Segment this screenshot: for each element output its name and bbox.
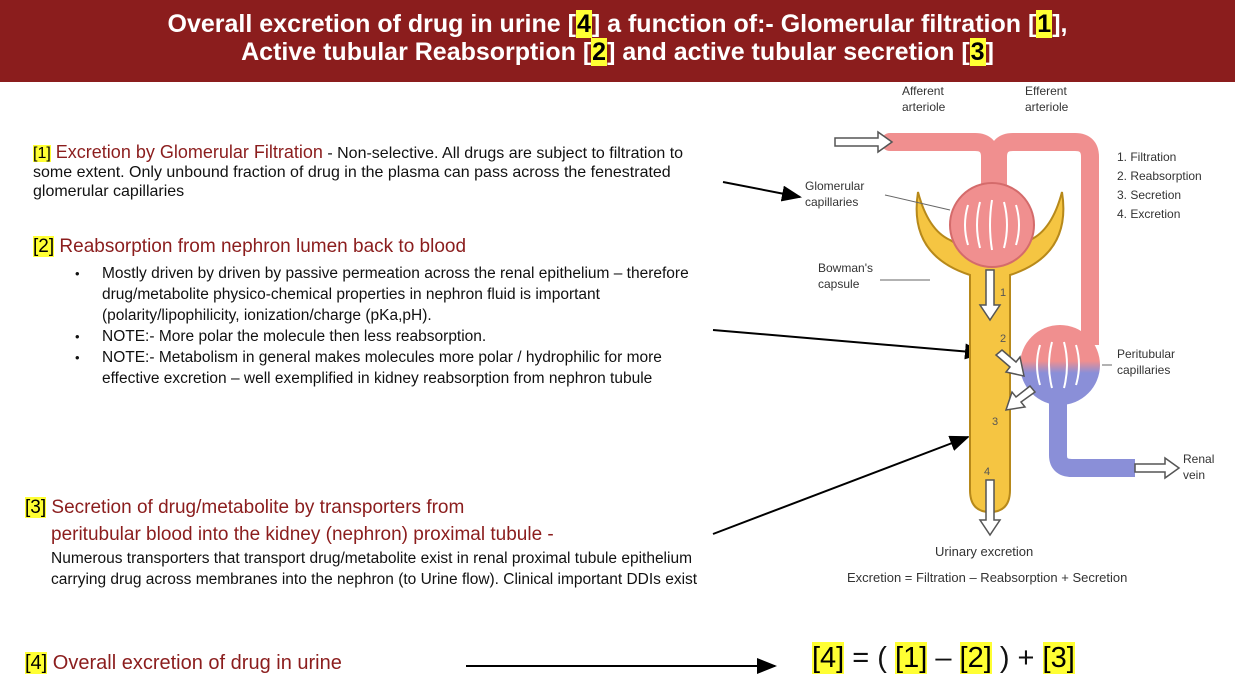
- flow-arrows: [834, 130, 1181, 537]
- section3-heading-line2: peritubular blood into the kidney (nephr…: [51, 524, 554, 545]
- formula-term-2: [2]: [959, 642, 992, 674]
- section-glomerular-filtration: [1] Excretion by Glomerular Filtration -…: [33, 143, 723, 201]
- legend-item: 2. Reabsorption: [1117, 169, 1202, 183]
- label-bowman-1: Bowman's: [818, 261, 873, 275]
- tag-4: 4: [575, 10, 592, 38]
- afferent-flow-arrow: [834, 130, 894, 154]
- title-line-1: Overall excretion of drug in urine [4] a…: [167, 10, 1068, 38]
- label-glomerular-2: capillaries: [805, 195, 858, 209]
- list-item: NOTE:- More polar the molecule then less…: [75, 326, 715, 347]
- excretion-formula: [4] = ( [1] – [2] ) + [3]: [812, 642, 1075, 674]
- tag-1: 1: [1036, 10, 1053, 38]
- list-item: Mostly driven by driven by passive perme…: [75, 263, 715, 326]
- section4-heading: Overall excretion of drug in urine: [47, 652, 342, 674]
- section-reabsorption-heading: [2] Reabsorption from nephron lumen back…: [33, 236, 466, 258]
- step-label-4: 4: [984, 466, 990, 478]
- section3-body: Numerous transporters that transport dru…: [51, 550, 698, 588]
- renal-vein-vessel: [1049, 380, 1135, 477]
- section-overall-excretion: [4] Overall excretion of drug in urine: [25, 652, 342, 675]
- reabsorption-arrow: [994, 349, 1025, 377]
- label-bowman-2: capsule: [818, 277, 860, 291]
- tag-3: 3: [969, 38, 986, 66]
- diagram-labels: Afferent arteriole Efferent arteriole Gl…: [805, 84, 1214, 585]
- title-banner: Overall excretion of drug in urine [4] a…: [0, 0, 1235, 82]
- filtration-arrow: [978, 269, 1002, 322]
- label-efferent-1: Efferent: [1025, 84, 1067, 98]
- renal-vein-arrow: [1134, 456, 1181, 480]
- label-afferent-1: Afferent: [902, 84, 944, 98]
- arrow-reabsorption: [712, 329, 985, 360]
- glomerulus-capillary-loops: [964, 199, 1020, 251]
- section-secretion: [3] Secretion of drug/metabolite by tran…: [25, 494, 715, 590]
- arrow-secretion: [712, 435, 970, 535]
- leader-lines: [880, 194, 1112, 366]
- label-renal-vein-2: vein: [1183, 468, 1205, 482]
- section3-heading-line1: Secretion of drug/metabolite by transpor…: [46, 497, 465, 518]
- label-glomerular-1: Glomerular: [805, 179, 864, 193]
- label-urinary-excretion: Urinary excretion: [935, 544, 1033, 559]
- section1-heading: Excretion by Glomerular Filtration: [50, 142, 323, 162]
- arrow-filtration: [722, 181, 802, 202]
- label-renal-vein-1: Renal: [1183, 452, 1214, 466]
- label-afferent-2: arteriole: [902, 100, 946, 114]
- legend-item: 1. Filtration: [1117, 150, 1176, 164]
- label-peritubular-1: Peritubular: [1117, 347, 1175, 361]
- label-excretion-equation: Excretion = Filtration – Reabsorption + …: [847, 570, 1127, 585]
- secretion-arrow: [1004, 384, 1037, 411]
- legend-item: 3. Secretion: [1117, 188, 1181, 202]
- section2-tag: [2]: [33, 236, 55, 257]
- formula-term-1: [1]: [895, 642, 928, 674]
- peritubular-loops: [1036, 341, 1080, 389]
- section4-tag: [4]: [25, 652, 48, 674]
- efferent-arteriole: [989, 133, 1099, 345]
- excretion-arrow: [978, 479, 1002, 537]
- afferent-arteriole: [881, 133, 999, 199]
- step-label-3: 3: [992, 416, 998, 428]
- formula-term-4: [4]: [812, 642, 845, 674]
- legend-item: 4. Excretion: [1117, 207, 1180, 221]
- label-efferent-2: arteriole: [1025, 100, 1069, 114]
- tag-2: 2: [591, 38, 608, 66]
- section1-body: - Non-selective. All drugs are subject t…: [33, 145, 684, 200]
- section3-tag: [3]: [25, 497, 47, 518]
- step-label-2: 2: [1000, 333, 1006, 345]
- label-peritubular-2: capillaries: [1117, 363, 1170, 377]
- step-label-1: 1: [1000, 287, 1006, 299]
- section2-heading: Reabsorption from nephron lumen back to …: [54, 236, 467, 257]
- list-item: NOTE:- Metabolism in general makes molec…: [75, 347, 715, 389]
- reabsorption-bullet-list: Mostly driven by driven by passive perme…: [75, 263, 715, 389]
- section1-tag: [1]: [33, 145, 51, 162]
- formula-term-3: [3]: [1042, 642, 1075, 674]
- nephron-diagram: 1 2 3 4 Afferent arteriole Efferent arte…: [805, 84, 1214, 585]
- title-line-2: Active tubular Reabsorption [2] and acti…: [241, 38, 994, 66]
- glomerulus: [949, 182, 1035, 268]
